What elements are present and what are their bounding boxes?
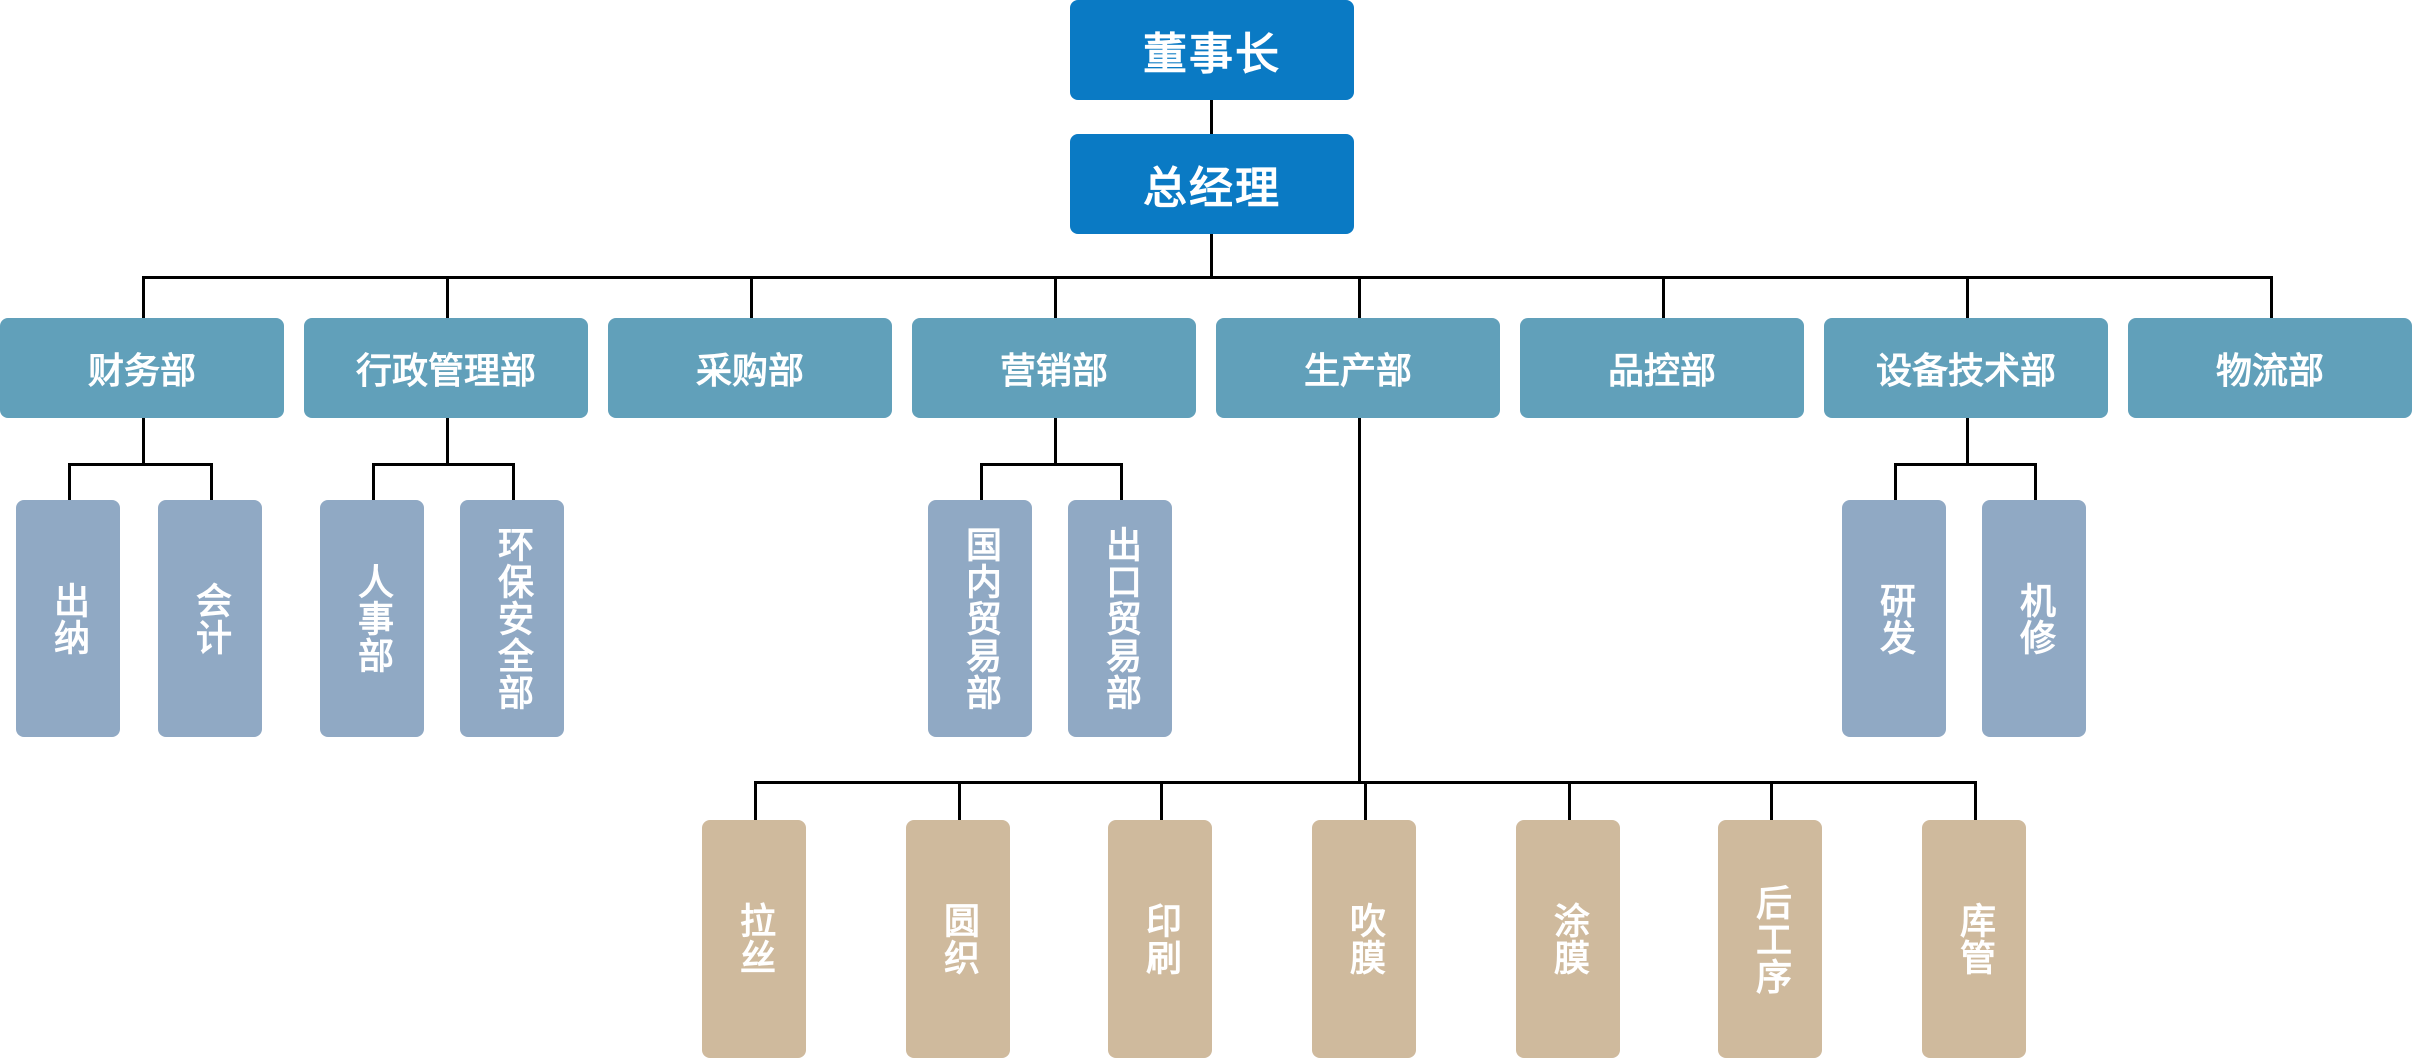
node-dept-qc: 品控部	[1520, 318, 1804, 418]
unit-production-3-label: 吹膜	[1344, 902, 1385, 976]
connector-finance-bus	[68, 463, 213, 466]
connector-production-child	[958, 781, 961, 820]
connector-finance-down	[142, 418, 145, 463]
connector-dept-production	[1358, 276, 1361, 318]
node-dept-logistics-label: 物流部	[2215, 351, 2324, 392]
unit-admin-1-label: 环保安全部	[492, 526, 533, 711]
unit-marketing-0-label: 国内贸易部	[960, 526, 1001, 711]
unit-production-5: 后工序	[1718, 820, 1822, 1058]
connector-equipment-child	[2034, 463, 2037, 500]
connector-marketing-child	[980, 463, 983, 500]
node-dept-equipment-label: 设备技术部	[1875, 351, 2056, 392]
connector-finance-child	[210, 463, 213, 500]
unit-finance-1: 会计	[158, 500, 262, 737]
node-general-manager-label: 总经理	[1143, 163, 1281, 214]
connector-dept-marketing	[1054, 276, 1057, 318]
unit-production-1: 圆织	[906, 820, 1010, 1058]
unit-equipment-0-label: 研发	[1874, 581, 1915, 656]
department-bus-line	[142, 276, 2273, 279]
unit-production-3: 吹膜	[1312, 820, 1416, 1058]
connector-dept-logistics	[2270, 276, 2273, 318]
unit-admin-1: 环保安全部	[460, 500, 564, 737]
connector-finance-child	[68, 463, 71, 500]
connector-dept-admin	[446, 276, 449, 318]
unit-production-4-label: 涂膜	[1548, 902, 1589, 976]
connector-gm-bus	[1210, 233, 1213, 278]
connector-dept-qc	[1662, 276, 1665, 318]
node-general-manager: 总经理	[1070, 134, 1354, 234]
node-dept-admin-label: 行政管理部	[355, 351, 536, 392]
unit-production-6-label: 库管	[1954, 902, 1995, 976]
unit-equipment-1-label: 机修	[2014, 581, 2055, 656]
connector-production-child	[1160, 781, 1163, 820]
connector-equipment-down	[1966, 418, 1969, 463]
node-dept-purchasing-label: 采购部	[695, 351, 804, 392]
unit-production-4: 涂膜	[1516, 820, 1620, 1058]
unit-production-2-label: 印刷	[1140, 902, 1181, 976]
node-dept-finance: 财务部	[0, 318, 284, 418]
connector-dept-equipment	[1966, 276, 1969, 318]
node-dept-equipment: 设备技术部	[1824, 318, 2108, 418]
unit-production-0: 拉丝	[702, 820, 806, 1058]
unit-marketing-0: 国内贸易部	[928, 500, 1032, 737]
connector-dept-purchasing	[750, 276, 753, 318]
connector-production-child	[1568, 781, 1571, 820]
connector-dept-finance	[142, 276, 145, 318]
unit-production-5-label: 后工序	[1750, 883, 1791, 995]
connector-chairman-gm	[1210, 100, 1213, 134]
node-dept-marketing-label: 营销部	[999, 351, 1108, 392]
connector-production-child	[1364, 781, 1367, 820]
node-dept-qc-label: 品控部	[1607, 351, 1716, 392]
unit-admin-0: 人事部	[320, 500, 424, 737]
unit-marketing-1: 出口贸易部	[1068, 500, 1172, 737]
connector-production-child	[1974, 781, 1977, 820]
node-dept-finance-label: 财务部	[87, 351, 196, 392]
connector-admin-child	[512, 463, 515, 500]
unit-admin-0-label: 人事部	[352, 563, 393, 674]
node-dept-marketing: 营销部	[912, 318, 1196, 418]
connector-marketing-down	[1054, 418, 1057, 463]
connector-marketing-child	[1120, 463, 1123, 500]
connector-equipment-child	[1894, 463, 1897, 500]
connector-marketing-bus	[980, 463, 1123, 466]
unit-finance-1-label: 会计	[190, 581, 231, 656]
unit-production-2: 印刷	[1108, 820, 1212, 1058]
unit-production-1-label: 圆织	[938, 902, 979, 976]
connector-admin-child	[372, 463, 375, 500]
node-dept-production: 生产部	[1216, 318, 1500, 418]
node-chairman-label: 董事长	[1143, 29, 1281, 80]
connector-equipment-bus	[1894, 463, 2037, 466]
connector-production-down	[1358, 418, 1361, 781]
unit-finance-0-label: 出纳	[48, 581, 89, 656]
unit-equipment-0: 研发	[1842, 500, 1946, 737]
node-dept-logistics: 物流部	[2128, 318, 2412, 418]
connector-admin-down	[446, 418, 449, 463]
connector-production-child	[754, 781, 757, 820]
connector-production-child	[1770, 781, 1773, 820]
node-dept-admin: 行政管理部	[304, 318, 588, 418]
unit-finance-0: 出纳	[16, 500, 120, 737]
node-chairman: 董事长	[1070, 0, 1354, 100]
unit-production-0-label: 拉丝	[734, 902, 775, 976]
connector-admin-bus	[372, 463, 515, 466]
unit-marketing-1-label: 出口贸易部	[1100, 526, 1141, 711]
unit-production-6: 库管	[1922, 820, 2026, 1058]
unit-equipment-1: 机修	[1982, 500, 2086, 737]
node-dept-purchasing: 采购部	[608, 318, 892, 418]
node-dept-production-label: 生产部	[1303, 351, 1412, 392]
